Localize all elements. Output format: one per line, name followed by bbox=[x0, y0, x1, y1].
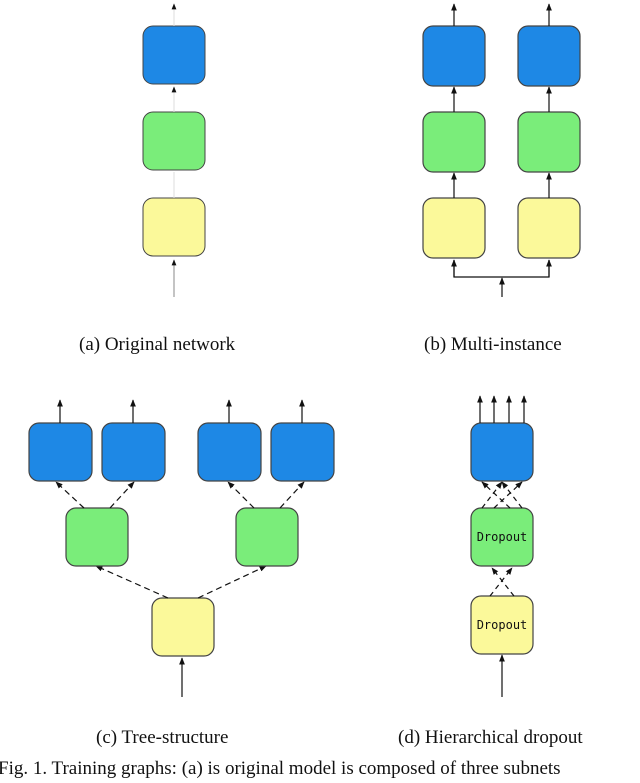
green-block-d bbox=[470, 507, 534, 567]
blue-block-d bbox=[470, 422, 534, 482]
blue-block-b2 bbox=[517, 25, 581, 87]
green-block-a bbox=[142, 111, 206, 171]
subfigure-b bbox=[422, 3, 581, 297]
yellow-block-a bbox=[142, 197, 206, 257]
caption-b: (b) Multi-instance bbox=[424, 334, 562, 355]
blue-block-c3 bbox=[197, 422, 262, 482]
green-block-b1 bbox=[422, 111, 486, 173]
blue-block-c4 bbox=[270, 422, 335, 482]
yellow-block-d bbox=[470, 595, 534, 655]
blue-block-c2 bbox=[101, 422, 166, 482]
caption-d: (d) Hierarchical dropout bbox=[398, 727, 583, 748]
split-b bbox=[453, 260, 550, 278]
green-block-b2 bbox=[517, 111, 581, 173]
yellow-block-c bbox=[151, 597, 215, 657]
caption-c: (c) Tree-structure bbox=[96, 727, 229, 748]
blue-block-b1 bbox=[422, 25, 486, 87]
subfigure-d bbox=[470, 395, 534, 697]
green-block-c2 bbox=[235, 507, 299, 567]
dropout-label-green: Dropout bbox=[477, 530, 528, 544]
green-block-c1 bbox=[65, 507, 129, 567]
dropout-label-yellow: Dropout bbox=[477, 618, 528, 632]
figure-caption: Fig. 1. Training graphs: (a) is original… bbox=[0, 758, 561, 779]
blue-block-c1 bbox=[28, 422, 93, 482]
blue-block-a bbox=[142, 25, 206, 85]
subfigure-a bbox=[142, 3, 206, 297]
yellow-block-b2 bbox=[517, 197, 581, 259]
caption-a: (a) Original network bbox=[79, 334, 236, 355]
subfigure-c bbox=[28, 399, 335, 697]
yellow-block-b1 bbox=[422, 197, 486, 259]
